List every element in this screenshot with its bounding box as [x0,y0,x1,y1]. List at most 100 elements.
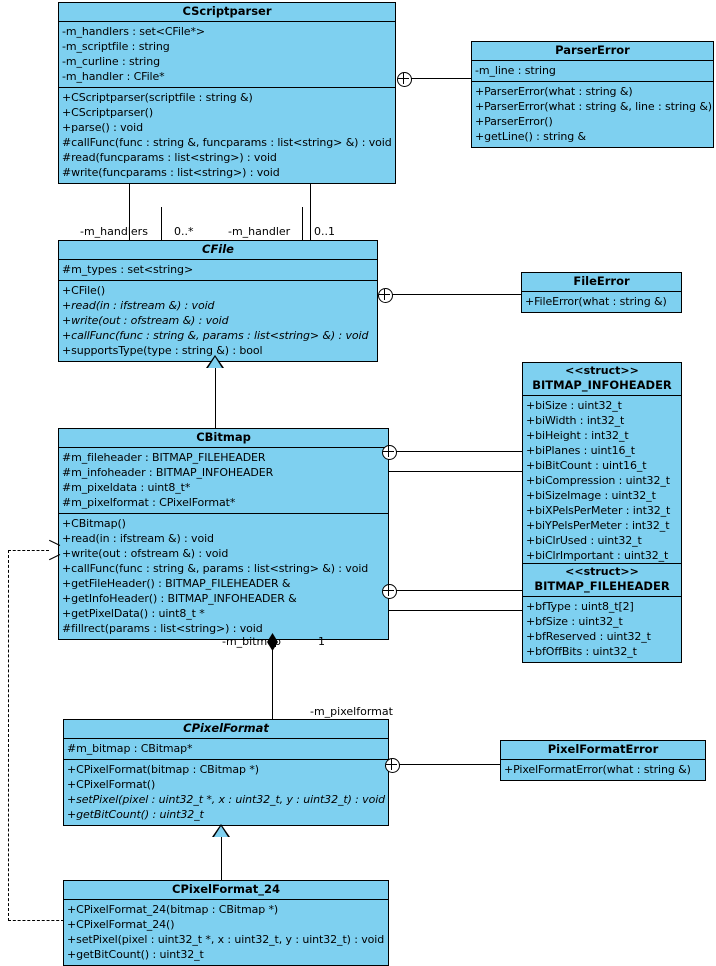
attribute-row: +bfSize : uint32_t [526,615,623,628]
operation-row: +setPixel(pixel : uint32_t *, x : uint32… [67,933,385,946]
attribute-row: #m_types : set<string> [62,263,194,276]
class-box-cbitmap[interactable]: CBitmap #m_fileheader : BITMAP_FILEHEADE… [58,428,389,640]
class-title-cbitmap: CBitmap [59,429,388,448]
operation-row: +getInfoHeader() : BITMAP_INFOHEADER & [62,592,297,605]
class-title-bitmap-infoheader: <<struct>> BITMAP_INFOHEADER [523,363,681,396]
class-title-pixelformaterror: PixelFormatError [501,741,705,760]
attribute-row: -m_handlers : set<CFile*> [62,25,205,38]
class-box-bitmap-infoheader[interactable]: <<struct>> BITMAP_INFOHEADER +biSize : u… [522,362,682,567]
dependency-line-bottom [8,920,64,921]
class-box-cscriptparser[interactable]: CScriptparser -m_handlers : set<CFile*> … [58,2,396,184]
operation-row: +getFileHeader() : BITMAP_FILEHEADER & [62,577,291,590]
dependency-arrowhead-cbitmap [48,544,60,556]
generalization-arrow-cfile [206,355,224,368]
class-title-cpixelformat-24: CPixelFormat_24 [64,881,388,900]
class-title-cpixelformat: CPixelFormat [64,720,388,739]
operation-row: +CPixelFormat(bitmap : CBitmap *) [67,763,259,776]
link-cbitmap-cpixelformat-composition [272,650,273,719]
label-bitmap-role: -m_bitmap [222,635,281,648]
operations-cbitmap: +CBitmap() +read(in : ifstream &) : void… [59,513,388,639]
class-box-fileerror[interactable]: FileError +FileError(what : string &) [521,272,682,313]
attribute-row: -m_line : string [475,64,556,77]
operation-row: +callFunc(func : string &, params : list… [62,329,369,342]
operations-cfile: +CFile() +read(in : ifstream &) : void +… [59,280,377,361]
dependency-line-vertical [8,550,9,921]
class-title-fileerror: FileError [522,273,681,292]
containment-icon-fileerror [378,288,393,303]
attributes-cbitmap: #m_fileheader : BITMAP_FILEHEADER #m_inf… [59,448,388,513]
operation-row: +ParserError(what : string &, line : str… [475,100,713,113]
link-cbitmap-infoheader [389,451,522,452]
class-box-parsererror[interactable]: ParserError -m_line : string +ParserErro… [471,41,714,148]
attribute-row: +biClrImportant : uint32_t [526,549,669,562]
operation-row: +write(out : ofstream &) : void [62,547,229,560]
label-pixelformat-role: -m_pixelformat [310,705,393,718]
class-box-cpixelformat[interactable]: CPixelFormat #m_bitmap : CBitmap* +CPixe… [63,719,389,826]
attribute-row: +biWidth : int32_t [526,414,625,427]
attributes-cpixelformat: #m_bitmap : CBitmap* [64,739,388,759]
attribute-row: #m_infoheader : BITMAP_INFOHEADER [62,466,274,479]
attributes-bitmap-infoheader: +biSize : uint32_t +biWidth : int32_t +b… [523,396,681,566]
attribute-row: -m_scriptfile : string [62,40,170,53]
class-box-cfile[interactable]: CFile #m_types : set<string> +CFile() +r… [58,240,378,362]
label-handler-role: -m_handler [228,225,291,238]
attribute-row: +biClrUsed : uint32_t [526,534,642,547]
operation-row: +CPixelFormat_24(bitmap : CBitmap *) [67,903,279,916]
label-band-separator-1 [161,207,162,240]
attributes-parsererror: -m_line : string [472,61,713,81]
attribute-row: #m_fileheader : BITMAP_FILEHEADER [62,451,266,464]
attribute-row: +bfReserved : uint32_t [526,630,651,643]
class-box-pixelformaterror[interactable]: PixelFormatError +PixelFormatError(what … [500,740,706,781]
attribute-row: #m_pixeldata : uint8_t* [62,481,191,494]
label-bitmap-mult: 1 [318,635,325,648]
dependency-line-top [8,550,49,551]
operation-row: #write(funcparams : list<string>) : void [62,166,280,179]
containment-icon-infoheader [382,445,397,460]
operation-row: +ParserError() [475,115,553,128]
link-cfile-fileerror [385,294,521,295]
containment-icon-parsererror [397,72,412,87]
operation-row: +CPixelFormat() [67,778,156,791]
operation-row: +getBitCount() : uint32_t [67,948,204,961]
attribute-row: +bfOffBits : uint32_t [526,645,637,658]
attribute-row: -m_curline : string [62,55,160,68]
link-cpixelformat24-cpixelformat-generalization [221,832,222,880]
class-box-bitmap-fileheader[interactable]: <<struct>> BITMAP_FILEHEADER +bfType : u… [522,563,682,663]
attribute-row: +biYPelsPerMeter : int32_t [526,519,670,532]
class-title-bitmap-fileheader: <<struct>> BITMAP_FILEHEADER [523,564,681,597]
operation-row: +parse() : void [62,121,144,134]
class-title-cfile: CFile [59,241,377,260]
class-box-cpixelformat-24[interactable]: CPixelFormat_24 +CPixelFormat_24(bitmap … [63,880,389,966]
operation-row: +read(in : ifstream &) : void [62,532,214,545]
label-handlers-mult: 0..* [174,225,194,238]
attribute-row: +bfType : uint8_t[2] [526,600,634,613]
link-cbitmap-fileheader [389,590,522,591]
operation-row: +PixelFormatError(what : string &) [504,763,691,776]
operation-row: #fillrect(params : list<string>) : void [62,622,263,635]
attribute-row: -m_handler : CFile* [62,70,165,83]
attribute-row: #m_pixelformat : CPixelFormat* [62,496,236,509]
attribute-row: +biXPelsPerMeter : int32_t [526,504,671,517]
stereotype-label: <<struct>> [565,364,639,377]
operations-fileerror: +FileError(what : string &) [522,292,681,312]
operations-pixelformaterror: +PixelFormatError(what : string &) [501,760,705,780]
containment-icon-fileheader [382,584,397,599]
attribute-row: #m_bitmap : CBitmap* [67,742,193,755]
operation-row: +read(in : ifstream &) : void [62,299,215,312]
struct-name-label: BITMAP_INFOHEADER [532,378,672,392]
operation-row: +CFile() [62,284,106,297]
class-title-parsererror: ParserError [472,42,713,61]
operation-row: #callFunc(func : string &, funcparams : … [62,136,392,149]
stereotype-label: <<struct>> [565,565,639,578]
attributes-cscriptparser: -m_handlers : set<CFile*> -m_scriptfile … [59,22,395,87]
attribute-row: +biCompression : uint32_t [526,474,670,487]
operation-row: +setPixel(pixel : uint32_t *, x : uint32… [67,793,386,806]
operation-row: +getLine() : string & [475,130,587,143]
link-cbitmap-fileheader-2 [382,610,522,611]
link-cscriptparser-cfile-handlers [129,175,130,240]
operation-row: +CBitmap() [62,517,126,530]
operations-cpixelformat: +CPixelFormat(bitmap : CBitmap *) +CPixe… [64,759,388,825]
containment-icon-pixelformaterror [385,758,400,773]
operation-row: +FileError(what : string &) [525,295,667,308]
